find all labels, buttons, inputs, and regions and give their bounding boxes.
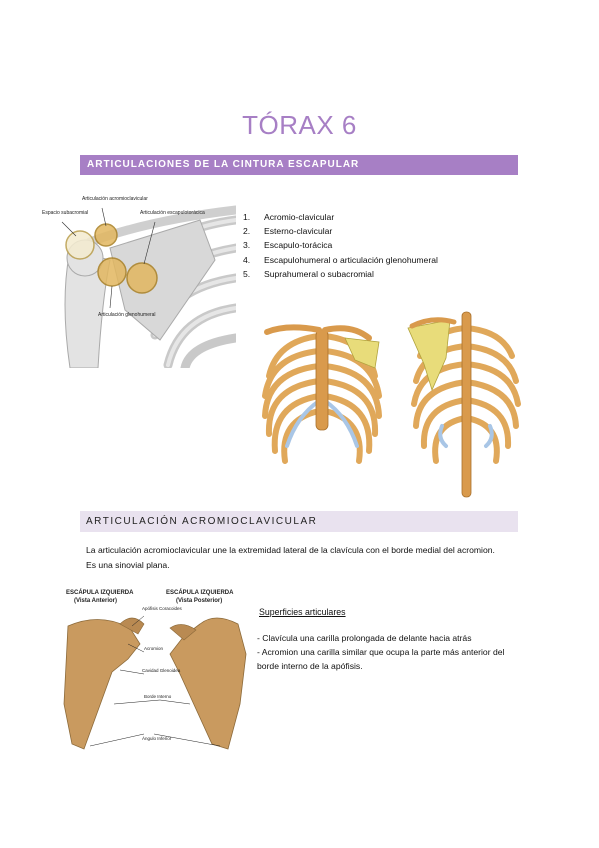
scapula-figure: ESCÁPULA IZQUIERDA (Vista Anterior) ESCÁ… [63, 589, 247, 750]
label-acromioclavicular: Articulación acromioclavicular [82, 196, 148, 202]
label-escapulotoracica: Articulación escapulotorácica [140, 210, 205, 216]
label-espacio: Espacio subacromial [42, 210, 88, 216]
scapula-right-title: ESCÁPULA IZQUIERDA [166, 589, 234, 596]
label-angulo: Ángulo Inferior [142, 735, 172, 741]
list-item: 4.Escapulohumeral o articulación glenohu… [243, 254, 438, 265]
scapula-left-sub: (Vista Anterior) [74, 598, 117, 604]
list-item: 1.Acromio-clavicular [243, 212, 335, 222]
label-apofisis: Apófisis Coracoides [142, 606, 183, 611]
label-cavidad: Cavidad Glenoidea [142, 668, 181, 673]
section-heading-acromioclavicular: ARTICULACIÓN ACROMIOCLAVICULAR [80, 511, 518, 532]
list-item: - Clavícula una carilla prolongada de de… [257, 633, 472, 643]
list-item: 5.Suprahumeral o subacromial [243, 268, 374, 279]
label-acromion: Acromion [144, 646, 164, 651]
shoulder-joints-figure: Espacio subacromial Articulación acromio… [40, 190, 236, 368]
joints-list: 1.Acromio-clavicular 2.Esterno-clavicula… [243, 210, 438, 281]
label-glenohumeral: Articulación glenohumeral [98, 312, 156, 318]
list-item: 3.Escapulo-torácica [243, 240, 333, 251]
label-borde: Borde Interno [144, 694, 172, 699]
section-heading-cintura: ARTICULACIONES DE LA CINTURA ESCAPULAR [80, 155, 518, 175]
list-item: 2.Esterno-clavicular [243, 226, 333, 237]
surfaces-title: Superficies articulares [259, 607, 346, 617]
acromioclavicular-paragraph: La articulación acromioclavicular une la… [86, 545, 495, 570]
ribcage-anterior-figure [262, 324, 382, 464]
surfaces-list: - Clavícula una carilla prolongada de de… [257, 631, 517, 673]
scapula-right-sub: (Vista Posterior) [176, 598, 222, 604]
list-item: - Acromion una carilla similar que ocupa… [257, 647, 505, 671]
scapula-left-title: ESCÁPULA IZQUIERDA [66, 589, 134, 596]
page-title: TÓRAX 6 [242, 110, 357, 140]
ribcage-posterior-figure [407, 311, 521, 498]
